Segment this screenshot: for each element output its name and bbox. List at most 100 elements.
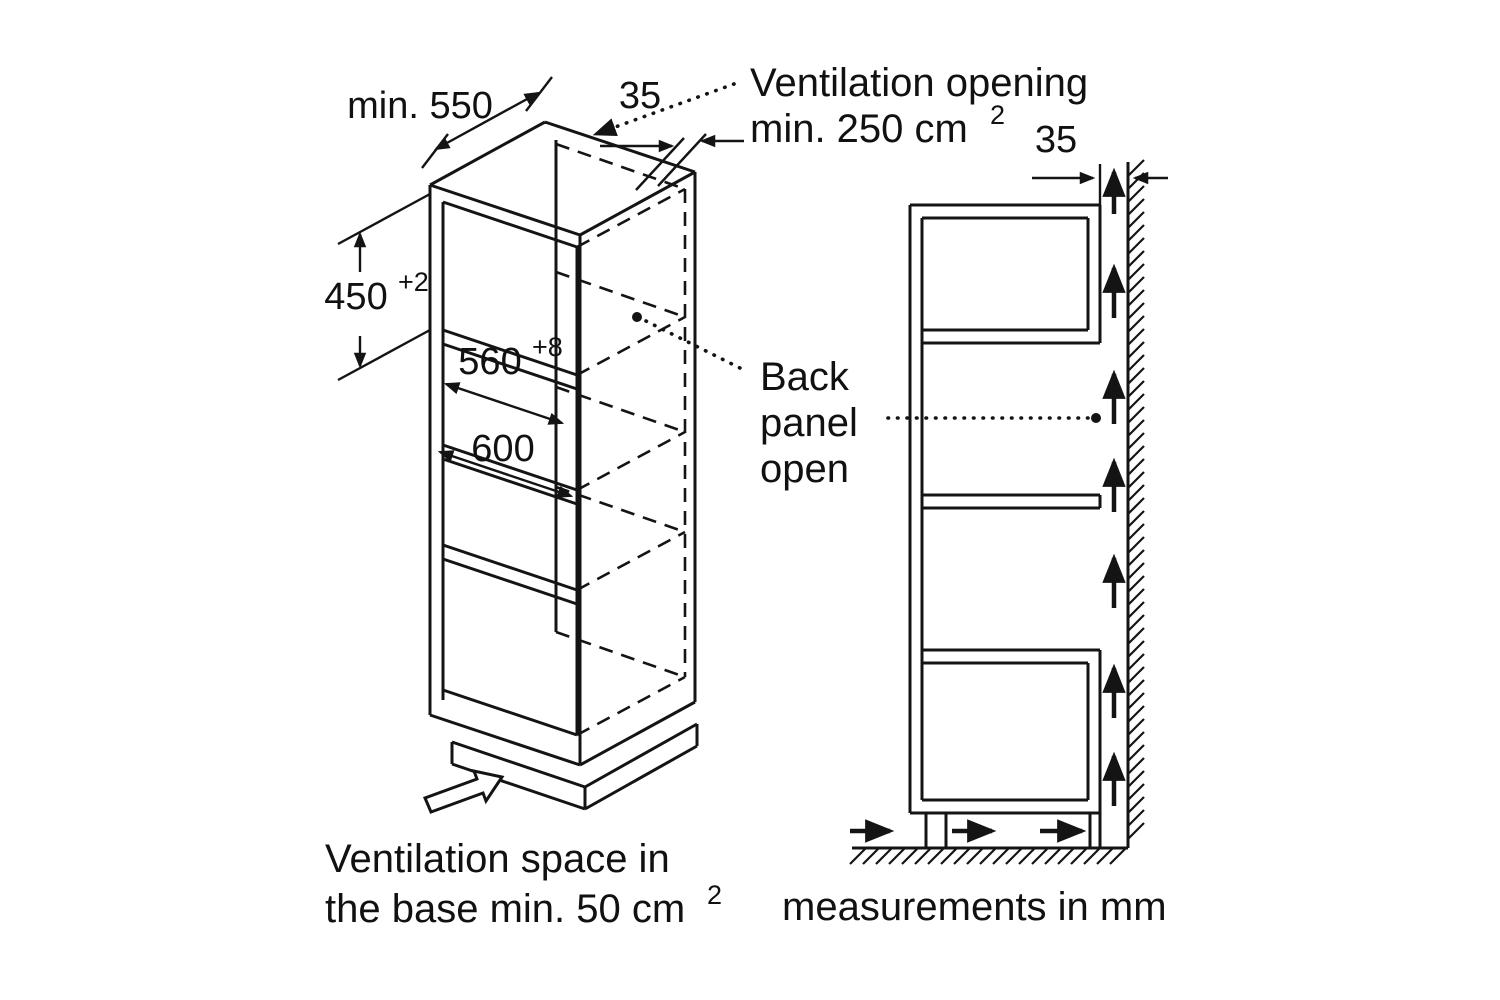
ventilation-opening-label-line2: min. 250 cm	[750, 107, 968, 151]
hatch-stroke	[1127, 653, 1145, 671]
hatch-stroke	[1127, 770, 1145, 788]
hatch-stroke	[1127, 211, 1145, 229]
hatch-stroke	[1127, 341, 1145, 359]
hatch-stroke	[1127, 679, 1145, 697]
hatch-stroke	[1127, 614, 1145, 632]
ventilation-opening-leader	[592, 82, 736, 137]
hatch-stroke	[1127, 315, 1145, 333]
hatch-stroke	[1127, 783, 1145, 801]
hatch-stroke	[1127, 692, 1145, 710]
hatch-stroke	[992, 847, 1010, 865]
hatch-stroke	[1127, 471, 1145, 489]
hatch-stroke	[1127, 289, 1145, 307]
hatch-stroke	[1127, 224, 1145, 242]
hatch-stroke	[1070, 847, 1088, 865]
hatch-stroke	[1127, 588, 1145, 606]
hatch-stroke	[1127, 731, 1145, 749]
ventilation-opening-label-line1: Ventilation opening	[750, 61, 1088, 105]
dim-depth-label: min. 550	[347, 85, 493, 127]
back-panel-leader-line-left	[644, 319, 746, 372]
back-panel-label-line2: panel	[760, 401, 858, 445]
hatch-stroke	[1127, 718, 1145, 736]
base-airflow-arrow	[422, 768, 505, 814]
back-panel-label-line3: open	[760, 447, 849, 491]
hatch-stroke	[1096, 847, 1114, 865]
hatch-stroke	[1127, 744, 1145, 762]
hatch-stroke	[1127, 237, 1145, 255]
hatch-stroke	[1127, 822, 1145, 840]
dim-niche-width-tolerance: +8	[532, 332, 563, 362]
hatch-stroke	[1031, 847, 1049, 865]
base-ventilation-label-line1: Ventilation space in	[325, 837, 670, 881]
hatch-stroke	[966, 847, 984, 865]
hatch-stroke	[1127, 536, 1145, 554]
hatch-stroke	[1127, 159, 1145, 177]
hatch-stroke	[1127, 549, 1145, 567]
text-labels: Ventilation opening min. 250 cm 2 Back p…	[325, 61, 1167, 931]
dim-wall-gap-label: 35	[1035, 119, 1077, 161]
hatch-stroke	[1127, 497, 1145, 515]
hatch-stroke	[1127, 627, 1145, 645]
hatch-stroke	[953, 847, 971, 865]
cabinet-legs	[924, 813, 1102, 848]
hatch-stroke	[1127, 250, 1145, 268]
hatch-stroke	[1127, 172, 1145, 190]
dim-depth-arrow	[433, 91, 541, 151]
dim-niche-height-ext	[337, 192, 431, 382]
dim-top-gap-ticks	[635, 133, 707, 191]
dim-width-label: 600	[471, 428, 534, 470]
hatch-stroke	[1127, 380, 1145, 398]
hatch-stroke	[888, 847, 906, 865]
floor-hatching	[849, 847, 1127, 865]
hatch-stroke	[1127, 432, 1145, 450]
hatch-stroke	[901, 847, 919, 865]
dim-top-gap-label: 35	[619, 75, 661, 117]
back-panel-leader-dot	[632, 312, 642, 322]
hatch-stroke	[1127, 757, 1145, 775]
isometric-view: min. 550 35 450 +2 560 +8 600	[324, 75, 744, 814]
hatch-stroke	[1127, 393, 1145, 411]
cabinet-section-outline	[908, 203, 1102, 815]
side-view: 35	[849, 119, 1168, 865]
hatch-stroke	[1083, 847, 1101, 865]
hatch-stroke	[1127, 354, 1145, 372]
dim-depth: min. 550	[347, 76, 553, 169]
hatch-stroke	[979, 847, 997, 865]
hatch-stroke	[849, 847, 867, 865]
hatch-stroke	[1127, 809, 1145, 827]
wall-hatching	[1127, 159, 1145, 840]
hatch-stroke	[1127, 796, 1145, 814]
hatch-stroke	[1127, 406, 1145, 424]
hatch-stroke	[927, 847, 945, 865]
hatch-stroke	[1127, 666, 1145, 684]
ventilation-opening-leader-line	[592, 82, 736, 137]
hatch-stroke	[1044, 847, 1062, 865]
dim-niche-width: 560 +8	[443, 332, 565, 425]
base-ventilation-label-line2: the base min. 50 cm	[325, 887, 685, 931]
ventilation-opening-superscript: 2	[990, 100, 1005, 130]
back-panel-leader-dot	[1091, 413, 1101, 423]
hatch-stroke	[1127, 185, 1145, 203]
hatch-stroke	[1127, 445, 1145, 463]
hatch-stroke	[1127, 601, 1145, 619]
hatch-stroke	[1127, 198, 1145, 216]
dim-niche-height-label: 450	[324, 276, 387, 318]
units-note-label: measurements in mm	[782, 885, 1167, 929]
hatch-stroke	[1109, 847, 1127, 865]
hatch-stroke	[1127, 562, 1145, 580]
cabinet-outline	[428, 120, 697, 767]
dim-wall-gap: 35	[1032, 119, 1168, 205]
dim-niche-width-arrow	[443, 382, 565, 425]
hatch-stroke	[914, 847, 932, 865]
dim-niche-width-label: 560	[458, 341, 521, 383]
back-panel-label-line1: Back	[760, 355, 850, 399]
hatch-stroke	[1127, 367, 1145, 385]
dim-wall-gap-ext	[1098, 162, 1130, 205]
dim-width: 600	[437, 428, 574, 498]
dim-top-gap: 35	[600, 75, 744, 191]
hatch-stroke	[1127, 276, 1145, 294]
hatch-stroke	[1127, 302, 1145, 320]
hatch-stroke	[1127, 575, 1145, 593]
hatch-stroke	[1018, 847, 1036, 865]
